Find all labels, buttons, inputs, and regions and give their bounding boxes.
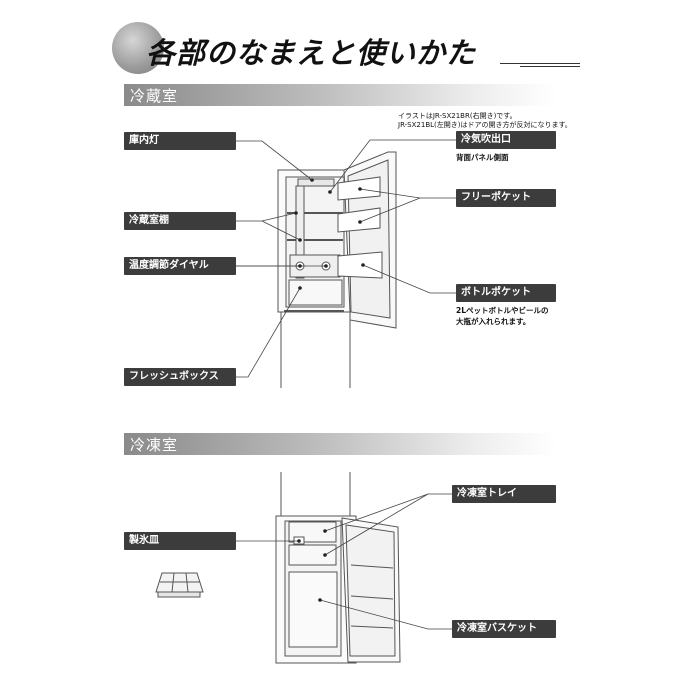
callout-freezer-tray: 冷凍室トレイ [452,485,556,503]
leader-dots [294,178,365,602]
freezer-door-rib-2 [350,595,394,600]
title-rule-1 [500,63,580,64]
freezer-tray-shape-2 [288,544,337,566]
interior-light-shape [297,178,335,187]
leader-lines [236,139,456,630]
callout-fresh-box: フレッシュボックス [124,368,236,386]
freezer-door-rib-3 [350,625,394,629]
note-line-1: イラストはJR-SX21BR(右開き)です。 [398,112,517,120]
section-bar-freezer: 冷凍室 [124,433,556,455]
page-title: 各部のなまえと使いかた [146,36,477,70]
note-line-2: JR-SX21BL(左開き)はドアの開き方が反対になります。 [398,121,572,129]
freezer-door-inner [345,524,396,657]
callout-cold-air-outlet: 冷気吹出口 [456,131,556,149]
section-title-freezer: 冷凍室 [130,436,179,454]
callout-free-pocket: フリーポケット [456,189,556,207]
door-pocket-bottom [337,251,383,279]
section-title-fridge: 冷蔵室 [130,87,179,105]
bottle-pocket-note-1: 2Lペットボトルやビールの [456,306,549,315]
callout-temperature-dial: 温度調節ダイヤル [124,257,236,275]
door-pocket-middle [337,207,381,233]
callout-bottle-pocket: ボトルポケット [456,284,556,302]
title-rule-2 [520,66,580,67]
callout-freezer-basket: 冷凍室バスケット [452,620,556,638]
callout-ice-tray: 製氷皿 [124,532,236,550]
freezer-door-rib-1 [350,564,394,569]
bottle-pocket-note-2: 大瓶が入れられます。 [456,317,531,326]
fresh-box-shape [288,279,343,306]
cold-air-outlet-note: 背面パネル側面 [456,153,509,162]
callout-interior-light: 庫内灯 [124,132,236,150]
back-panel-strip [295,185,305,279]
callout-fridge-shelf: 冷蔵室棚 [124,212,236,230]
title-decoration-circle [112,22,164,74]
freezer-basket-shape [288,571,338,648]
section-bar-fridge: 冷蔵室 [124,84,556,106]
